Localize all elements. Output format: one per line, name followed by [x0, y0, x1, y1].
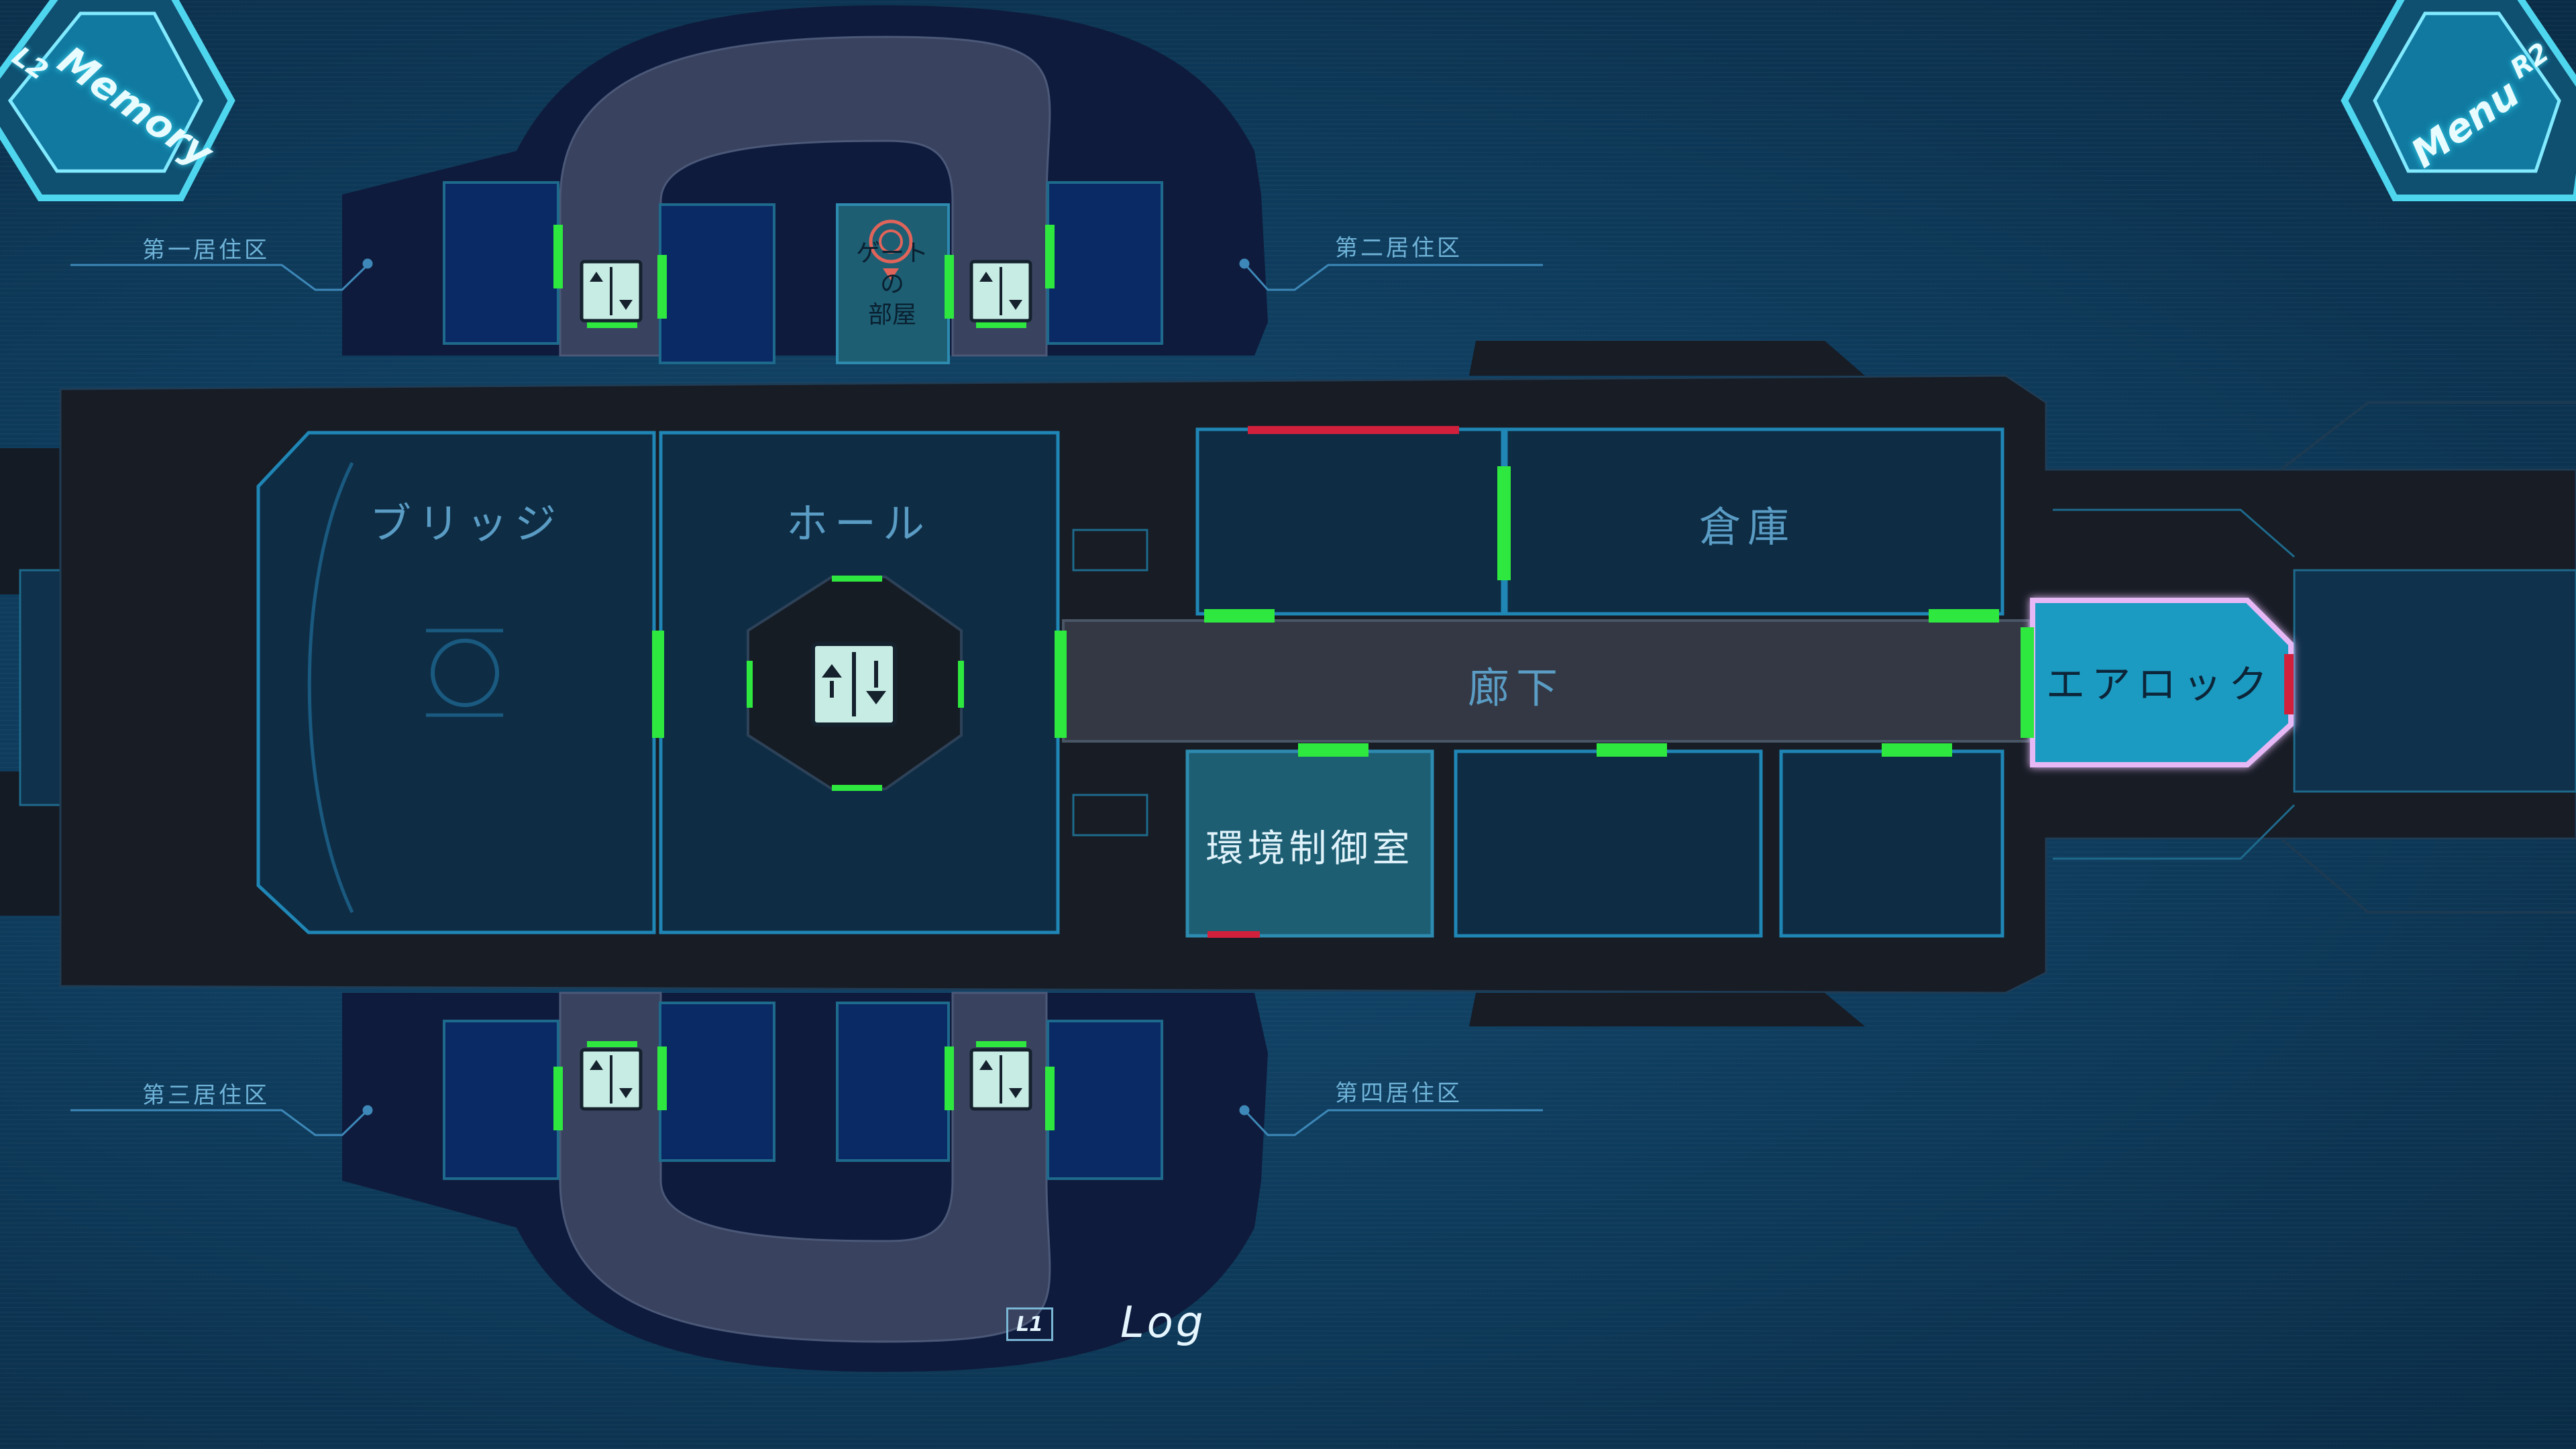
log-button[interactable]: L1 Log [1006, 1298, 1221, 1358]
label-bridge: ブリッジ [369, 499, 563, 548]
door-env-control[interactable] [1298, 743, 1368, 757]
elevator-icon[interactable] [580, 260, 643, 323]
door-lower-right-room[interactable] [1882, 743, 1952, 757]
label-first-residential: 第一居住区 [142, 237, 270, 264]
hall-elevator-door-top [832, 576, 882, 582]
door-upper-cabin-1[interactable] [553, 225, 563, 288]
door-airlock-inner[interactable] [2021, 627, 2034, 738]
door-lower-middle-room[interactable] [1597, 743, 1667, 757]
elevator-icon[interactable] [969, 1048, 1032, 1111]
room-lower-right-unnamed[interactable] [1779, 749, 2004, 938]
menu-key-label: R2 [2505, 37, 2555, 85]
label-second-residential: 第二居住区 [1335, 235, 1462, 262]
room-upper-left-unnamed[interactable] [1195, 427, 1505, 616]
door-storage[interactable] [1929, 609, 1999, 623]
menu-label: Menu [2402, 70, 2528, 177]
label-gate-room: ゲート の 部屋 [840, 238, 945, 331]
hall-elevator-door-right [958, 661, 964, 708]
elevator-icon[interactable] [580, 1048, 643, 1111]
label-storage: 倉庫 [1699, 502, 1796, 551]
label-gate-room-line1: ゲート [855, 239, 928, 267]
log-label: Log [1120, 1298, 1206, 1348]
hall-elevator-door-left [747, 661, 753, 708]
memory-button-frame [0, 0, 235, 201]
memory-label: Memory [50, 37, 221, 176]
elevator-icon[interactable] [811, 642, 897, 727]
log-key-label: L1 [1006, 1307, 1053, 1341]
door-upper-cabin-4[interactable] [1045, 225, 1055, 288]
label-third-residential: 第三居住区 [142, 1082, 270, 1109]
door-upper-left-room[interactable] [1204, 609, 1275, 623]
label-gate-room-line2: の [879, 270, 904, 298]
label-hall: ホール [786, 499, 931, 548]
lower-residential-block [342, 991, 1268, 1372]
menu-button[interactable]: Menu R2 [2334, 0, 2576, 215]
label-fourth-residential: 第四居住区 [1335, 1080, 1462, 1107]
room-env-control[interactable] [1185, 749, 1434, 938]
door-lower-cabin-1[interactable] [553, 1067, 563, 1130]
door-upper-cabin-2[interactable] [657, 255, 667, 319]
room-lower-middle-unnamed[interactable] [1454, 749, 1763, 938]
label-corridor: 廊下 [1467, 663, 1564, 712]
menu-button-frame [2341, 0, 2576, 201]
player-location-icon [869, 219, 913, 280]
door-env-control-bottom-locked[interactable] [1208, 931, 1260, 938]
elevator-icon[interactable] [969, 260, 1032, 323]
bridge-console-icon [426, 629, 503, 717]
label-env-control: 環境制御室 [1205, 826, 1414, 871]
upper-residential-block [342, 5, 1268, 364]
door-bridge-hall[interactable] [652, 631, 664, 738]
label-airlock: エアロック [2046, 661, 2275, 707]
door-gate-room[interactable] [945, 255, 954, 319]
door-lower-cabin-3[interactable] [945, 1046, 954, 1110]
memory-key-label: L2 [6, 40, 54, 87]
door-lower-cabin-4[interactable] [1045, 1067, 1055, 1130]
hall-elevator-door-bottom [832, 785, 882, 791]
door-hall-corridor[interactable] [1055, 631, 1067, 738]
label-gate-room-line3: 部屋 [867, 301, 916, 329]
doors [553, 225, 2294, 1130]
bridge-console-arc [307, 462, 354, 914]
door-lower-cabin-2[interactable] [657, 1046, 667, 1110]
memory-button[interactable]: L2 Memory [0, 0, 241, 215]
door-between-upper-rooms[interactable] [1497, 466, 1511, 580]
area-leader-lines [70, 258, 1543, 1136]
door-airlock-outer-locked[interactable] [2284, 654, 2294, 714]
door-upper-left-room-top-locked[interactable] [1248, 426, 1459, 434]
room-airlock[interactable] [2030, 598, 2294, 767]
room-bridge[interactable] [256, 431, 656, 934]
